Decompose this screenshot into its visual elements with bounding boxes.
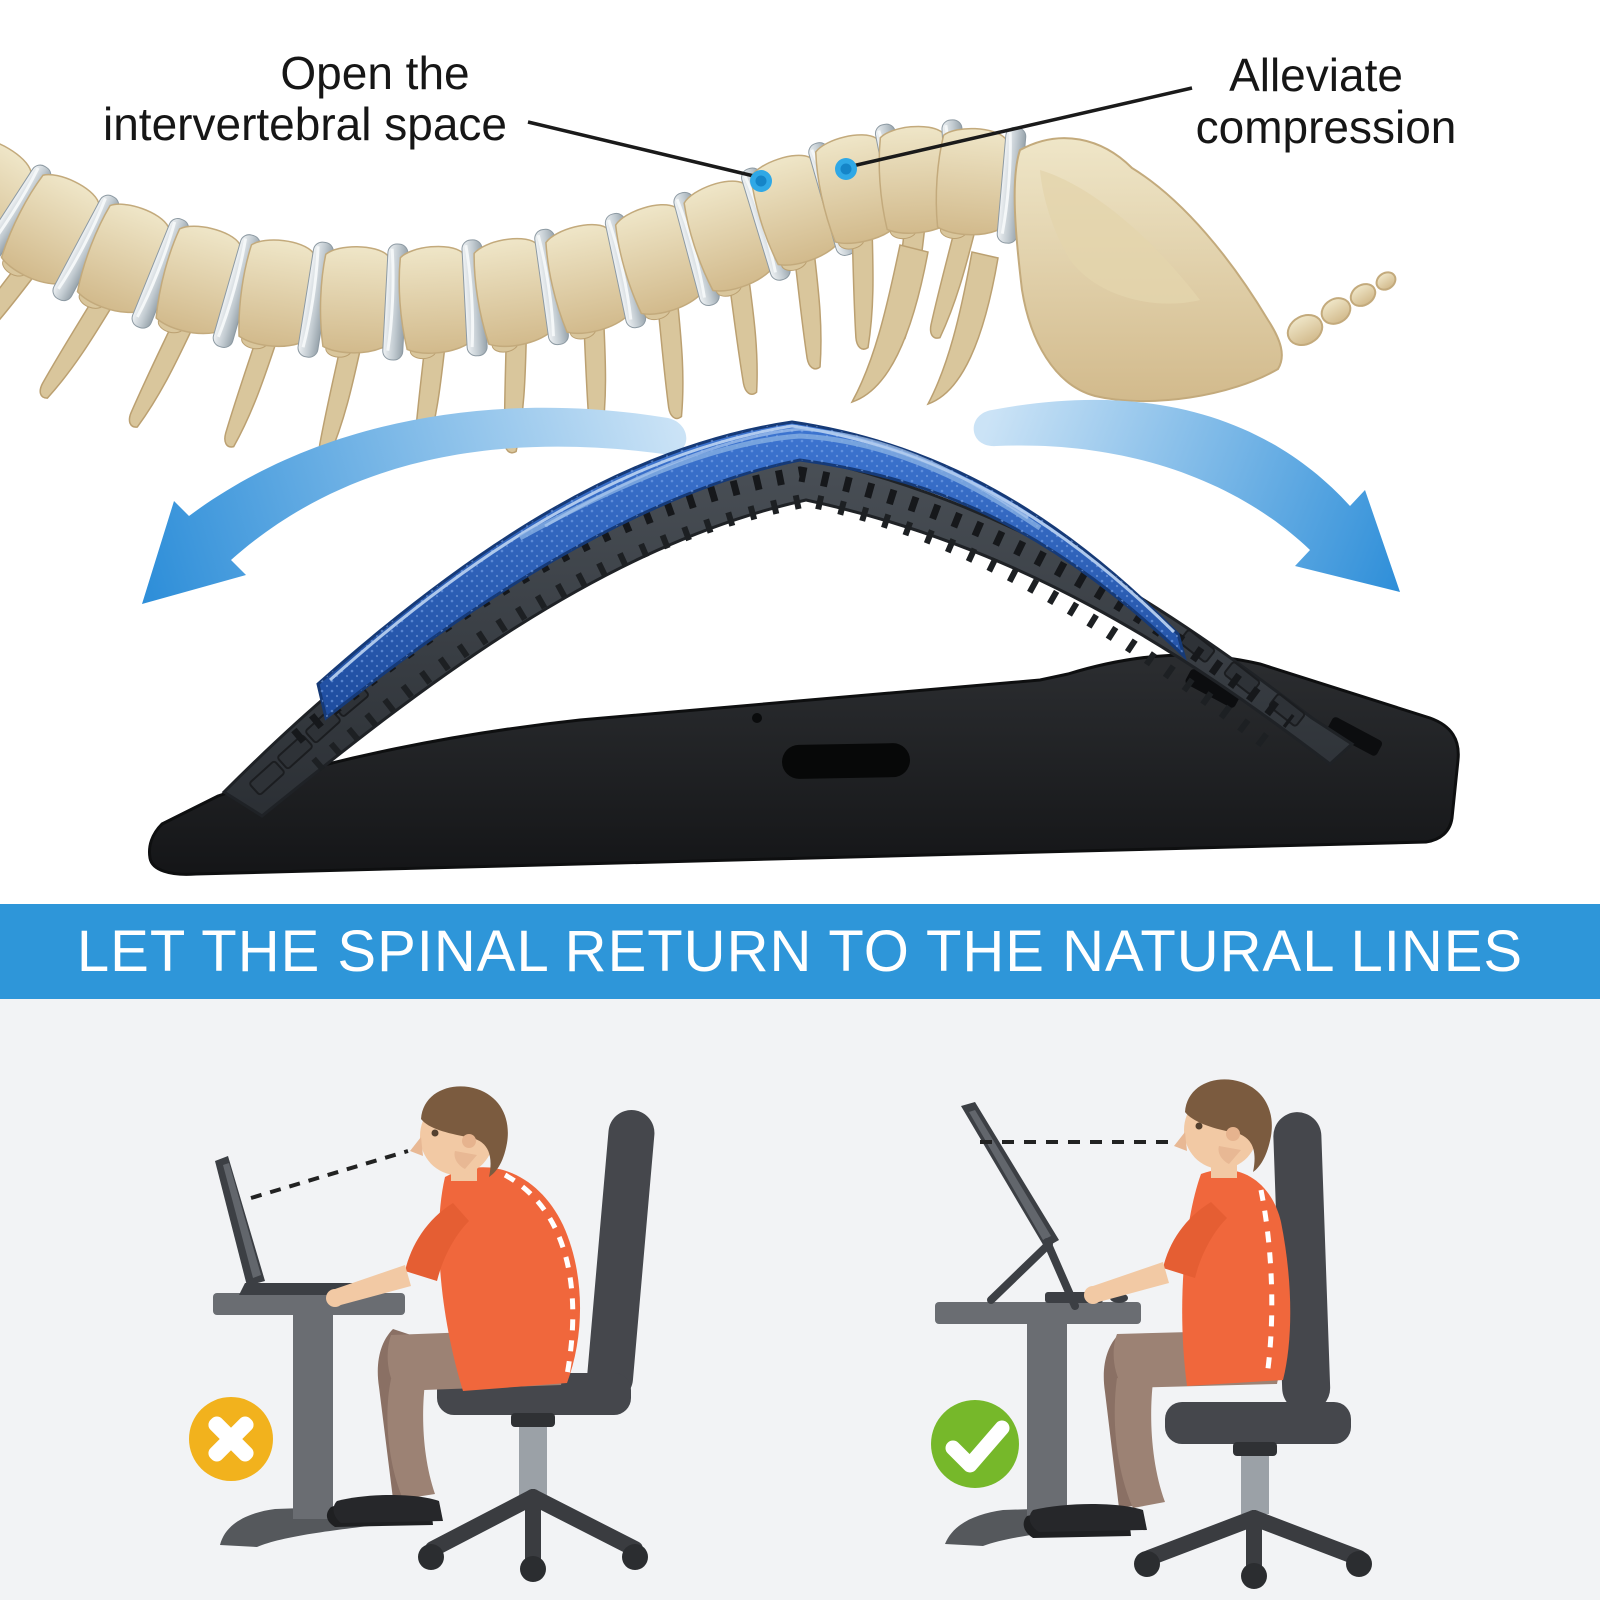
annotation-alleviate-line2: compression	[1195, 101, 1457, 153]
spine-curve-dashed	[503, 1172, 576, 1376]
marker-dot-icon	[835, 158, 857, 180]
callout-lines	[527, 86, 1193, 179]
laptop	[215, 1156, 371, 1295]
gaze-line	[250, 1149, 409, 1200]
carry-handle-slot	[782, 743, 910, 779]
foam-pad	[316, 420, 1187, 721]
person-slouched	[326, 1086, 581, 1527]
massage-nub-row	[291, 466, 1295, 744]
annotation-open-space-line2: intervertebral space	[103, 98, 507, 150]
headline-text: LET THE SPINAL RETURN TO THE NATURAL LIN…	[76, 919, 1524, 984]
annotation-open-space-line1: Open the	[280, 47, 470, 99]
headline-banner: LET THE SPINAL RETURN TO THE NATURAL LIN…	[0, 904, 1600, 999]
person-upright	[1023, 1079, 1291, 1538]
back-stretcher-product	[142, 399, 1460, 876]
curved-arrow-right-icon	[973, 399, 1400, 592]
laptop-on-stand	[961, 1102, 1079, 1310]
check-icon	[931, 1400, 1019, 1488]
marker-dot-icon	[750, 170, 772, 192]
spine-illustration	[0, 86, 1397, 463]
sacrum	[850, 137, 1397, 406]
posture-comparison-section	[0, 999, 1600, 1600]
hair	[421, 1086, 508, 1177]
spine-section: Open the intervertebral space Alleviate …	[0, 0, 1600, 470]
bad-posture-illustration	[189, 1086, 655, 1582]
hair	[1185, 1079, 1272, 1172]
coccyx-tail	[1286, 271, 1397, 346]
good-posture-illustration	[931, 1079, 1372, 1589]
x-icon	[189, 1397, 273, 1481]
spine-line-dashed	[1258, 1189, 1275, 1377]
stretcher-base	[148, 653, 1460, 876]
curved-arrow-left-icon	[142, 407, 687, 604]
annotation-alleviate-line1: Alleviate	[1229, 49, 1403, 101]
